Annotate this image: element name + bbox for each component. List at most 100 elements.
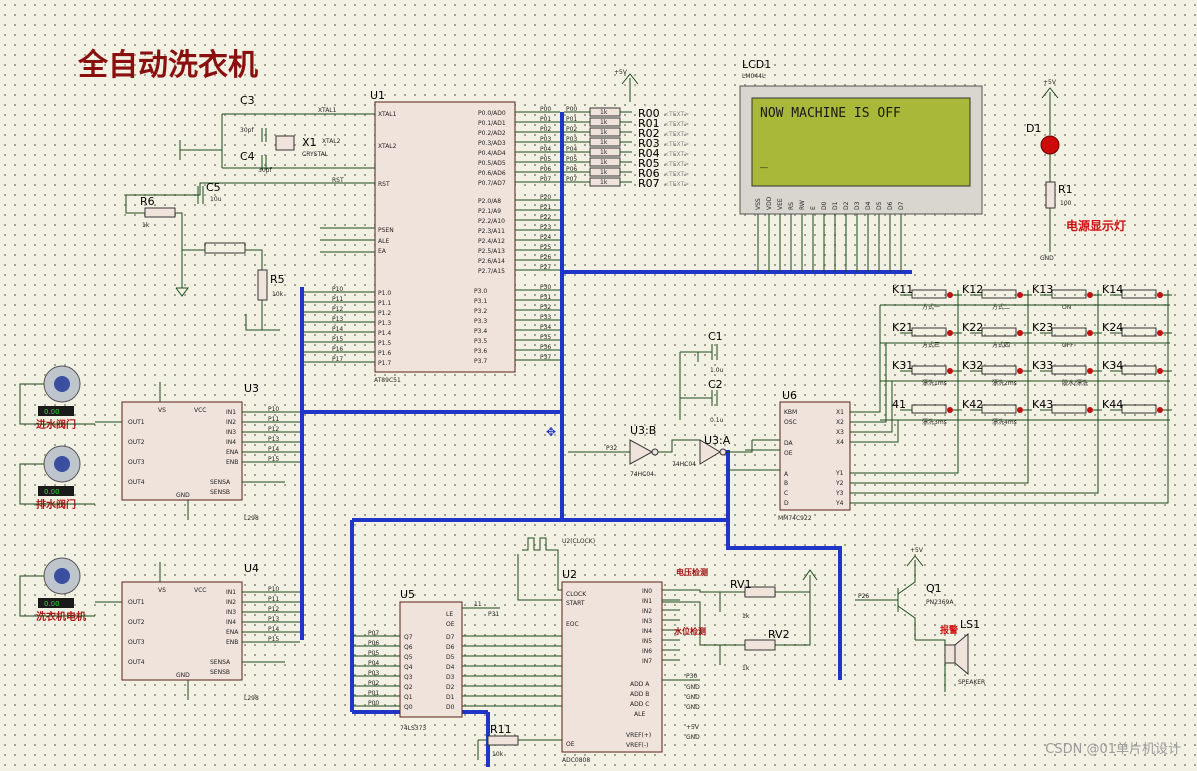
key-k43[interactable]: K43 — [1032, 398, 1053, 411]
svg-text:XTAL2: XTAL2 — [378, 143, 397, 150]
svg-text:P0.0/AD0: P0.0/AD0 — [478, 110, 506, 117]
svg-text:D4: D4 — [446, 664, 455, 671]
svg-text:P13: P13 — [268, 616, 279, 623]
svg-text:ALE: ALE — [378, 238, 389, 245]
key-41[interactable]: 41 — [892, 398, 906, 411]
svg-text:P3.6: P3.6 — [474, 348, 487, 355]
key-label-1-2: OFF — [1062, 342, 1074, 349]
svg-text:0.00: 0.00 — [44, 408, 60, 416]
svg-text:D5: D5 — [446, 654, 455, 661]
svg-text:P26: P26 — [540, 254, 551, 261]
svg-text:OUT4: OUT4 — [128, 659, 145, 666]
driver-ref-1: U4 — [244, 562, 259, 575]
svg-text:1k: 1k — [600, 129, 608, 136]
svg-text:SENSA: SENSA — [210, 659, 231, 666]
svg-text:P1.0: P1.0 — [378, 290, 391, 297]
svg-text:P12: P12 — [268, 606, 279, 613]
key-k31[interactable]: K31 — [892, 359, 913, 372]
power-led-label: 电源显示灯 — [1066, 218, 1126, 233]
svg-text:RST: RST — [332, 177, 344, 184]
svg-text:VS: VS — [158, 407, 166, 414]
svg-text:<TEXT>: <TEXT> — [664, 121, 689, 128]
key-label-1-0: 方式三 — [922, 341, 940, 349]
svg-text:P2.6/A14: P2.6/A14 — [478, 258, 505, 265]
svg-text:VREF(+): VREF(+) — [626, 732, 651, 739]
svg-text:GND: GND — [686, 684, 700, 691]
key-k21[interactable]: K21 — [892, 321, 913, 334]
svg-text:P37: P37 — [540, 354, 551, 361]
svg-text:P1.4: P1.4 — [378, 330, 391, 337]
svg-text:IN5: IN5 — [642, 638, 652, 645]
svg-text:P01: P01 — [368, 690, 379, 697]
key-k34[interactable]: K34 — [1102, 359, 1123, 372]
lcd-screen — [751, 97, 971, 187]
bus-lines — [300, 112, 912, 767]
key-k23[interactable]: K23 — [1032, 321, 1053, 334]
svg-text:RS: RS — [788, 202, 795, 210]
key-k22[interactable]: K22 — [962, 321, 983, 334]
svg-text:X3: X3 — [836, 429, 844, 436]
svg-text:<TEXT>: <TEXT> — [664, 161, 689, 168]
svg-text:IN7: IN7 — [642, 658, 652, 665]
key-label-2-1: 漂洗2ms — [992, 379, 1017, 387]
power-led — [1040, 135, 1060, 155]
svg-text:P26: P26 — [858, 593, 869, 600]
svg-text:P0.5/AD5: P0.5/AD5 — [478, 160, 506, 167]
crystal-label: X1 — [302, 136, 317, 149]
key-k33[interactable]: K33 — [1032, 359, 1053, 372]
svg-text:1k: 1k — [600, 149, 608, 156]
driver-ref-0: U3 — [244, 382, 259, 395]
svg-text:START: START — [566, 600, 585, 607]
svg-text:P03: P03 — [566, 136, 577, 143]
svg-text:GND: GND — [686, 734, 700, 741]
svg-text:0.00: 0.00 — [44, 600, 60, 608]
svg-text:P3.2: P3.2 — [474, 308, 487, 315]
key-k13[interactable]: K13 — [1032, 283, 1053, 296]
svg-text:<TEXT>: <TEXT> — [664, 111, 689, 118]
keypad-matrix: K11方式一K12方式二K13ONK14K21方式三K22方式四K23OFFK2… — [850, 283, 1172, 504]
svg-text:P31: P31 — [488, 611, 499, 618]
driver-model-0: L298 — [244, 515, 259, 522]
svg-text:P10: P10 — [268, 406, 279, 413]
svg-text:P27: P27 — [540, 264, 551, 271]
svg-text:+5V: +5V — [686, 724, 700, 731]
svg-text:ENA: ENA — [226, 629, 239, 636]
diagram-title: 全自动洗衣机 — [77, 48, 258, 83]
key-k32[interactable]: K32 — [962, 359, 983, 372]
svg-text:P3.4: P3.4 — [474, 328, 487, 335]
svg-text:<TEXT>: <TEXT> — [664, 181, 689, 188]
svg-text:Q6: Q6 — [404, 644, 413, 651]
key-k42[interactable]: K42 — [962, 398, 983, 411]
key-k12[interactable]: K12 — [962, 283, 983, 296]
mcu-model: AT89C51 — [374, 377, 401, 384]
svg-text:ADD C: ADD C — [630, 701, 649, 708]
svg-text:SENSB: SENSB — [210, 489, 230, 496]
r1-label: R1 — [1058, 183, 1073, 196]
key-k14[interactable]: K14 — [1102, 283, 1123, 296]
key-k11[interactable]: K11 — [892, 283, 913, 296]
svg-text:<TEXT>: <TEXT> — [664, 171, 689, 178]
svg-text:OE: OE — [784, 450, 793, 457]
svg-text:11: 11 — [474, 601, 482, 608]
svg-text:P15: P15 — [268, 456, 279, 463]
svg-text:X4: X4 — [836, 439, 844, 446]
svg-text:P07: P07 — [540, 176, 551, 183]
svg-text:P3.5: P3.5 — [474, 338, 487, 345]
transistor-ref: Q1 — [926, 582, 942, 595]
key-k44[interactable]: K44 — [1102, 398, 1123, 411]
key-label-0-0: 方式一 — [922, 303, 940, 311]
vcc-label-led: +5V — [1043, 79, 1057, 86]
rv1-value: 1k — [742, 613, 750, 620]
svg-text:P1.1: P1.1 — [378, 300, 391, 307]
svg-text:X1: X1 — [836, 409, 844, 416]
vcc-label-rpack: +5V — [614, 69, 628, 76]
svg-text:GND: GND — [176, 492, 190, 499]
svg-text:VREF(-): VREF(-) — [626, 742, 648, 749]
key-k24[interactable]: K24 — [1102, 321, 1123, 334]
svg-text:P32: P32 — [606, 445, 617, 452]
svg-text:P10: P10 — [332, 286, 343, 293]
svg-text:P0.7/AD7: P0.7/AD7 — [478, 180, 506, 187]
potentiometers: RV1 电压检测 1k RV2 水位检测 1k — [662, 567, 818, 672]
c4-label: C4 — [240, 150, 255, 163]
